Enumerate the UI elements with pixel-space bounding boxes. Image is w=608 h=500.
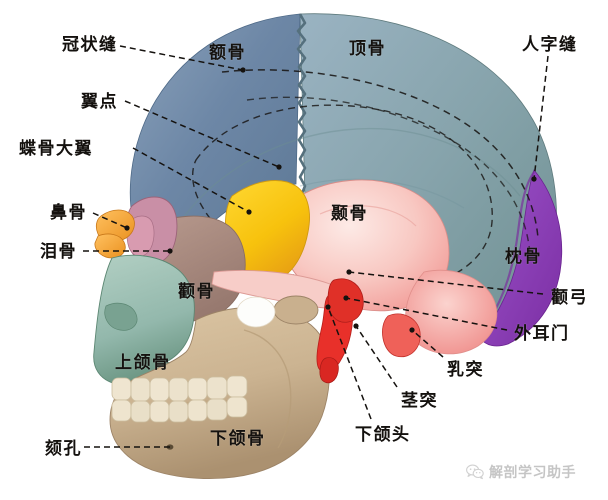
point-sphenoid <box>246 209 252 215</box>
leader-mastoid <box>411 329 444 358</box>
temporal-bone-shading <box>319 205 417 227</box>
leader-ext-acoustic <box>345 297 508 331</box>
leader-endpoints <box>124 67 537 333</box>
label-maxilla: 上颌骨 <box>115 353 171 372</box>
occipital-bone-edge <box>487 171 535 323</box>
mastoid-process-region <box>382 313 421 358</box>
point-mandibular-head <box>325 304 331 310</box>
point-mastoid <box>409 327 415 333</box>
temporal-fossa-outline <box>191 104 493 292</box>
lower-teeth-row <box>111 396 248 423</box>
point-pterion <box>276 164 282 170</box>
label-mandibular-head: 下颌头 <box>355 425 411 444</box>
leader-pterion <box>124 100 280 168</box>
label-parietal-bone: 顶骨 <box>349 39 386 58</box>
label-greater-wing-sphenoid: 蝶骨大翼 <box>19 139 93 158</box>
label-styloid-process: 茎突 <box>401 391 438 410</box>
mandibular-notch-gap <box>236 296 276 328</box>
inferior-temporal-line <box>246 96 531 257</box>
point-nasal-bone <box>124 225 130 231</box>
wechat-icon <box>466 464 484 480</box>
point-coronal-suture <box>240 67 246 73</box>
occipital-bone-region <box>479 169 563 347</box>
point-ext-acoustic <box>343 295 349 301</box>
label-lacrimal-bone: 泪骨 <box>40 242 77 261</box>
label-mental-foramen: 颏孔 <box>45 439 82 458</box>
superior-temporal-line <box>221 69 539 239</box>
point-lacrimal-bone <box>167 248 173 254</box>
label-zygomatic-bone: 颧骨 <box>178 282 215 301</box>
leader-lines <box>83 45 549 448</box>
label-frontal-bone: 额骨 <box>209 43 246 62</box>
label-occipital-bone: 枕骨 <box>505 247 542 266</box>
label-mandible: 下颌骨 <box>210 429 266 448</box>
label-coronal-suture: 冠状缝 <box>62 35 118 54</box>
point-styloid <box>353 323 359 329</box>
leader-styloid <box>355 325 398 388</box>
point-zygomatic-arch <box>346 269 352 275</box>
coronal-suture-line <box>296 13 307 206</box>
leader-sphenoid <box>132 147 250 213</box>
leader-zygomatic-arch <box>348 271 544 295</box>
label-zygomatic-arch: 颧弓 <box>551 288 588 307</box>
label-external-acoustic-meatus: 外耳门 <box>514 324 570 343</box>
label-pterion: 翼点 <box>81 92 118 111</box>
leader-nasal-bone <box>92 212 128 229</box>
styloid-tip <box>319 357 339 384</box>
leader-coronal-suture <box>119 45 244 71</box>
label-lambdoid-suture: 人字缝 <box>522 35 578 54</box>
upper-teeth-row <box>111 375 248 402</box>
watermark: 解剖学习助手 <box>466 462 576 482</box>
point-lambdoid-suture <box>531 176 537 182</box>
mandibular-head-region <box>273 295 319 325</box>
label-temporal-bone: 颞骨 <box>331 204 368 223</box>
leader-lambdoid-suture <box>533 55 549 180</box>
mandible-ramus-shading <box>243 329 292 449</box>
nasal-process-region <box>94 233 126 259</box>
label-mastoid-process: 乳突 <box>447 360 484 379</box>
maxilla-frontal-process <box>104 302 138 331</box>
vault-shading-arc-2 <box>299 178 465 209</box>
label-nasal-bone: 鼻骨 <box>50 203 87 222</box>
watermark-text: 解剖学习助手 <box>489 464 576 480</box>
